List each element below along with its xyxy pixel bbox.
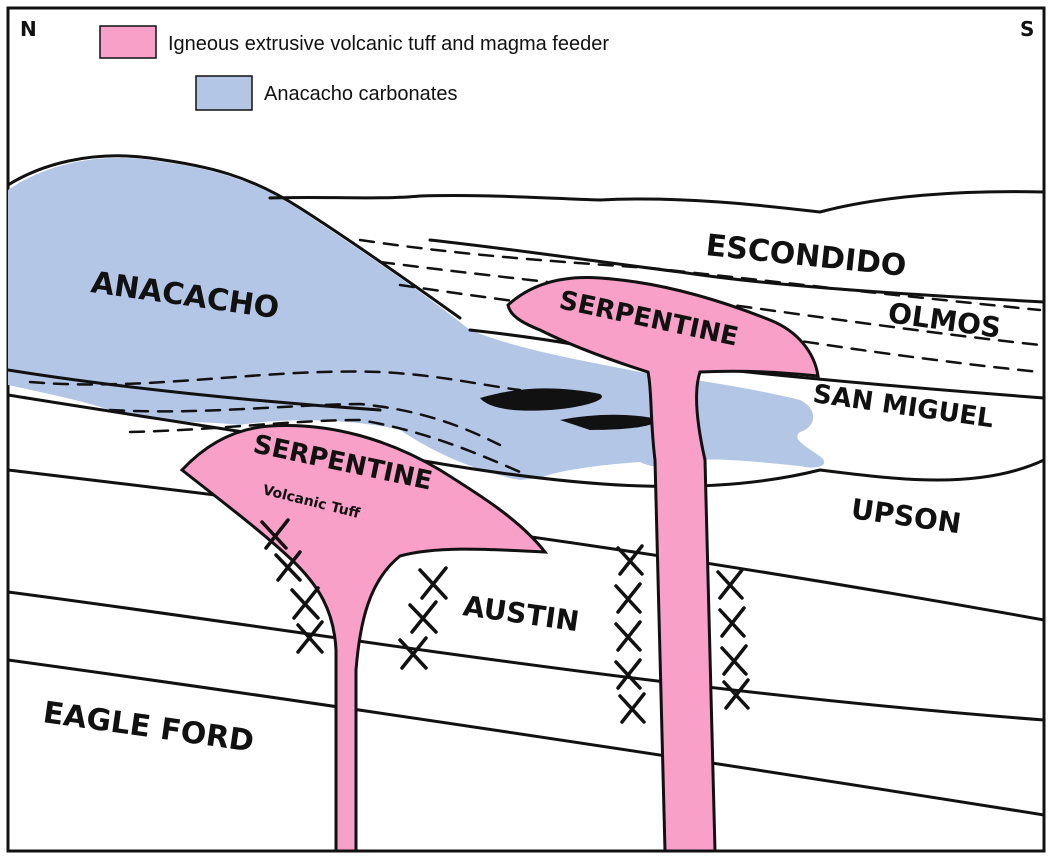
- legend-swatch-tuff: [99, 25, 157, 59]
- fracture-symbols-right: [614, 544, 750, 724]
- bedding-line-escondido-top: [268, 190, 1044, 214]
- legend-swatch-anacacho: [195, 75, 253, 111]
- dashed-bedding-5: [108, 402, 502, 447]
- legend-label-anacacho: Anacacho carbonates: [264, 83, 457, 105]
- carbonate-lens-1: [480, 388, 602, 411]
- legend-label-tuff: Igneous extrusive volcanic tuff and magm…: [168, 33, 609, 55]
- carbonate-lens-2: [560, 414, 660, 430]
- dashed-bedding-1: [358, 238, 1042, 312]
- serpentine-right-mound: [506, 276, 820, 851]
- bedding-line-anacacho-base: [8, 368, 382, 412]
- dashed-bedding-4: [28, 370, 522, 392]
- bedding-line-austin-base: [8, 590, 1044, 722]
- dashed-bedding-6: [128, 418, 522, 474]
- bedding-line-eagleford-base: [8, 658, 1044, 817]
- bedding-line-olmos-top: [428, 238, 1044, 304]
- bedding-line-upson-top: [8, 393, 1044, 488]
- fracture-symbols-left: [260, 518, 448, 670]
- compass-north: N: [20, 17, 37, 41]
- anacacho-carbonate-body: [8, 157, 825, 480]
- compass-south: S: [1020, 17, 1034, 41]
- legend: Igneous extrusive volcanic tuff and magm…: [99, 25, 609, 111]
